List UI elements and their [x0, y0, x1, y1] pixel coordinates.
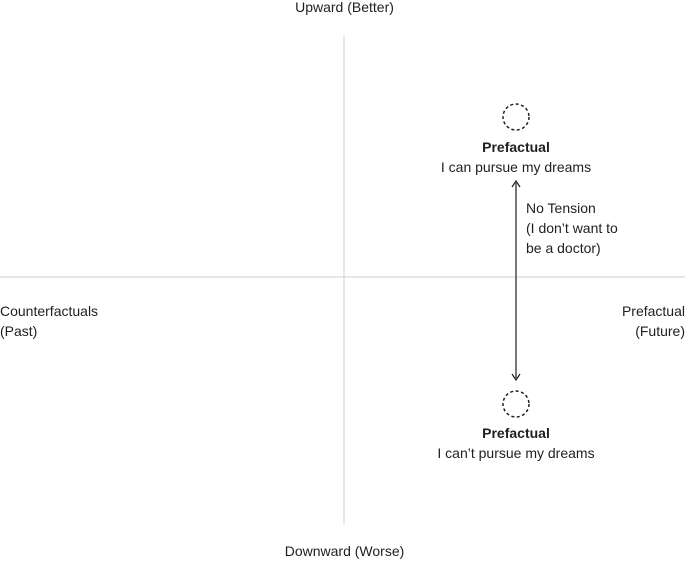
tension-label-line-2: (I don’t want to: [526, 220, 618, 236]
lower-node-label: Prefactual I can’t pursue my dreams: [401, 423, 631, 463]
upper-node-subtitle: I can pursue my dreams: [440, 159, 592, 175]
upper-node-label: Prefactual I can pursue my dreams: [401, 137, 631, 177]
upper-node-circle: [502, 103, 530, 131]
lower-node-subtitle: I can’t pursue my dreams: [437, 445, 595, 461]
lower-node-circle: [502, 390, 530, 418]
axis-right-label: Prefactual (Future): [535, 301, 685, 341]
axis-top-label: Upward (Better): [295, 0, 394, 15]
tension-arrow-down-head: [511, 373, 521, 382]
tension-arrow-up-head: [511, 179, 521, 188]
tension-label-line-1: No Tension: [526, 200, 596, 216]
axis-right-label-line-2: (Future): [635, 323, 685, 339]
tension-label: No Tension (I don’t want to be a doctor): [526, 198, 666, 258]
axis-bottom-label: Downward (Worse): [284, 543, 405, 559]
axis-right-label-line-1: Prefactual: [621, 303, 685, 319]
axis-left-label-line-2: (Past): [0, 323, 38, 339]
lower-node-title: Prefactual: [482, 425, 550, 441]
axis-left-label-line-1: Counterfactuals: [0, 303, 99, 319]
axis-left-label: Counterfactuals (Past): [0, 301, 150, 341]
upper-node-title: Prefactual: [482, 139, 550, 155]
tension-label-line-3: be a doctor): [526, 240, 601, 256]
